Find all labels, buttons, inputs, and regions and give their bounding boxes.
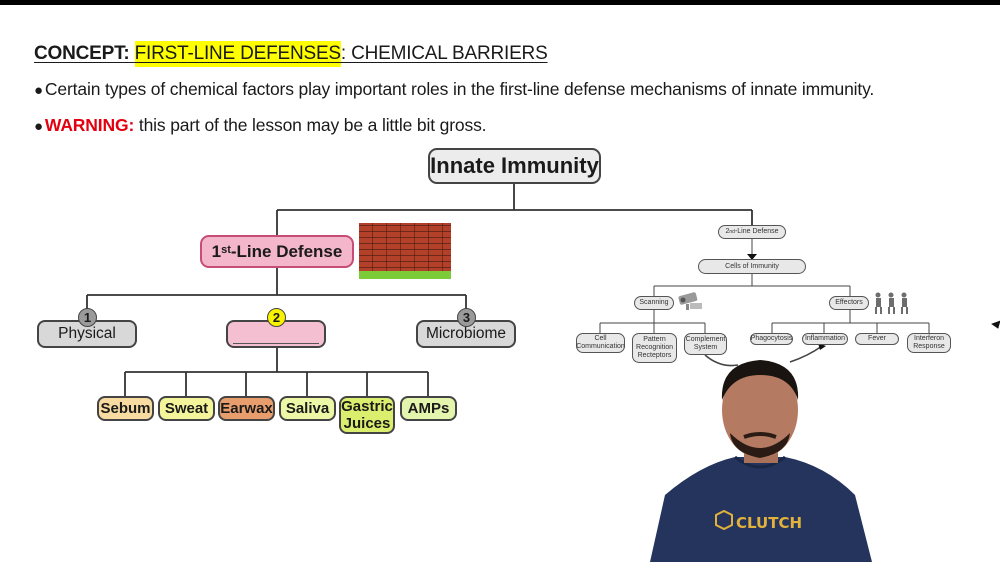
number-badge-3: 3	[457, 308, 476, 327]
cells-of-immunity-node: Cells of Immunity	[698, 259, 806, 274]
concept-label: CONCEPT:	[34, 43, 130, 64]
warning-label: WARNING:	[44, 115, 135, 135]
concept-heading: CONCEPT: FIRST-LINE DEFENSES: CHEMICAL B…	[34, 41, 548, 67]
fill-in-blank-line	[233, 326, 319, 344]
shirt-logo-text: CLUTCH	[736, 514, 802, 532]
bullet-warning: ●WARNING: this part of the lesson may be…	[34, 115, 487, 135]
soldiers-icon	[875, 292, 908, 314]
interferon-response-node: Interferon Response	[907, 333, 951, 353]
amps-node: AMPs	[400, 396, 457, 421]
cell-communication-node: Cell Communication	[576, 333, 625, 353]
sebum-node: Sebum	[97, 396, 154, 421]
number-badge-2: 2	[267, 308, 286, 327]
sweat-node: Sweat	[158, 396, 215, 421]
complement-system-node: Complement System	[684, 333, 727, 355]
inflammation-node: Inflammation	[802, 333, 848, 345]
video-top-bar	[0, 0, 1000, 5]
bullet-icon: ●	[34, 82, 43, 99]
concept-highlight: FIRST-LINE DEFENSES	[134, 41, 341, 67]
fever-node: Fever	[855, 333, 899, 345]
scanning-node: Scanning	[634, 296, 674, 310]
gastric-juices-node: Gastric Juices	[339, 396, 395, 434]
saliva-node: Saliva	[279, 396, 336, 421]
pattern-recognition-receptors-node: Pattern Recognition Recteptors	[632, 333, 677, 363]
grass-strip	[359, 271, 451, 279]
security-camera-icon	[678, 292, 702, 310]
innate-immunity-node: Innate Immunity	[428, 148, 601, 184]
phagocytosis-node: Phagocytosis	[750, 333, 793, 345]
brick-wall-image	[359, 223, 451, 279]
bullet-chemical-factors: ●Certain types of chemical factors play …	[34, 79, 875, 99]
number-badge-1: 1	[78, 308, 97, 327]
earwax-node: Earwax	[218, 396, 275, 421]
presenter-video: CLUTCH	[650, 360, 872, 562]
microbiome-node: Microbiome	[416, 320, 516, 348]
effectors-node: Effectors	[829, 296, 869, 310]
bullet-icon: ●	[34, 118, 43, 135]
concept-rest: : CHEMICAL BARRIERS	[340, 43, 548, 64]
physical-barriers-node: Physical	[37, 320, 137, 348]
